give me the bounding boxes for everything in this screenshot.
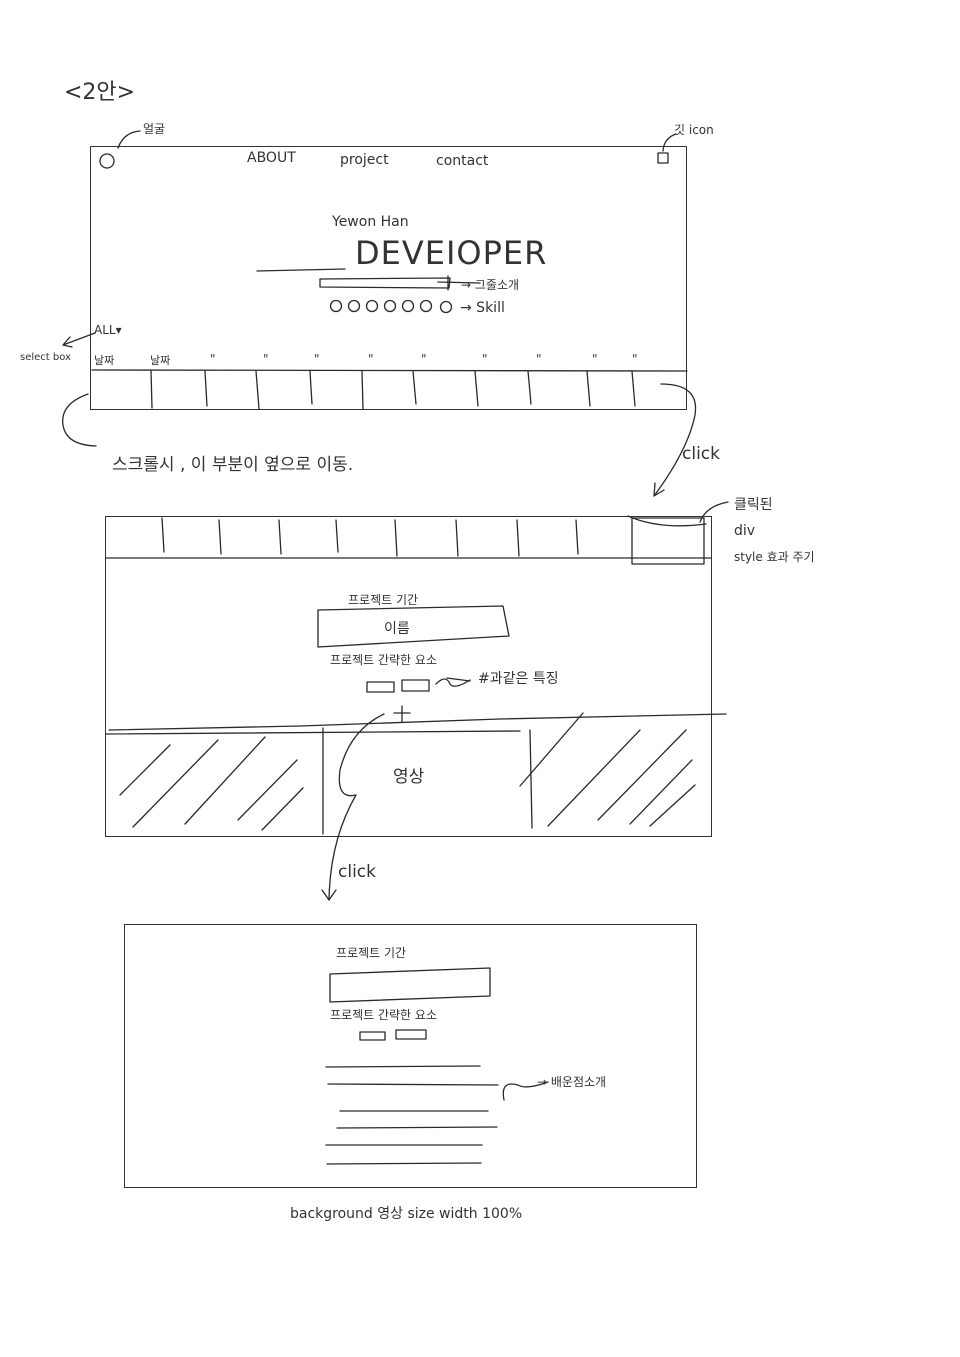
skill-circles [329,299,453,314]
project-name-box: 이름 [384,621,410,637]
annotation-click-1: click [682,444,720,464]
annotation-face: 얼굴 [143,122,166,136]
sheet-title: <2안> [64,80,136,105]
ditto-mark: " [482,352,488,366]
date-label-2: 날짜 [150,354,171,367]
wireframe-project-card [105,516,712,837]
annotation-tags: #과같은 특징 [478,671,559,687]
date-label-1: 날짜 [94,354,115,367]
annotation-learned: → 배운점소개 [537,1075,607,1089]
annotation-style: style 효과 주기 [734,550,815,564]
project-period-label: 프로젝트 기간 [348,593,419,607]
ditto-mark: " [536,352,542,366]
wireframe-project-detail [124,924,697,1188]
annotation-clicked: 클릭된 [734,497,773,513]
ditto-mark: " [368,352,374,366]
annotation-select-box: select box [20,352,71,363]
annotation-git-icon: 깃 icon [674,123,714,137]
project-summary: 프로젝트 간략한 요소 [330,653,437,667]
annotation-skill: → Skill [460,300,505,316]
filter-select[interactable]: ALL▾ [94,323,122,337]
face-icon [99,153,115,169]
nav-project[interactable]: project [340,152,389,168]
ditto-mark: " [632,352,638,366]
wireframe-landing [90,146,687,410]
ditto-mark: " [592,352,598,366]
annotation-scroll: 스크롤시 , 이 부분이 옆으로 이동. [112,455,354,475]
detail-period-label: 프로젝트 기간 [336,946,407,960]
annotation-div: div [734,523,756,539]
headline-title: DEVEIOPER [355,234,548,272]
learned-lines [325,1065,499,1165]
nav-contact[interactable]: contact [436,153,489,169]
annotation-intro: → 그줄소개 [461,278,520,292]
detail-summary: 프로젝트 간략한 요소 [330,1008,437,1022]
footer-note: background 영상 size width 100% [290,1206,523,1222]
profile-name: Yewon Han [332,214,409,230]
ditto-mark: " [210,352,216,366]
ditto-mark: " [421,352,427,366]
ditto-mark: " [314,352,320,366]
annotation-click-2: click [338,862,376,882]
git-icon [657,152,669,164]
ditto-mark: " [263,352,269,366]
nav-about[interactable]: ABOUT [247,150,296,166]
video-area-label: 영상 [393,767,425,787]
